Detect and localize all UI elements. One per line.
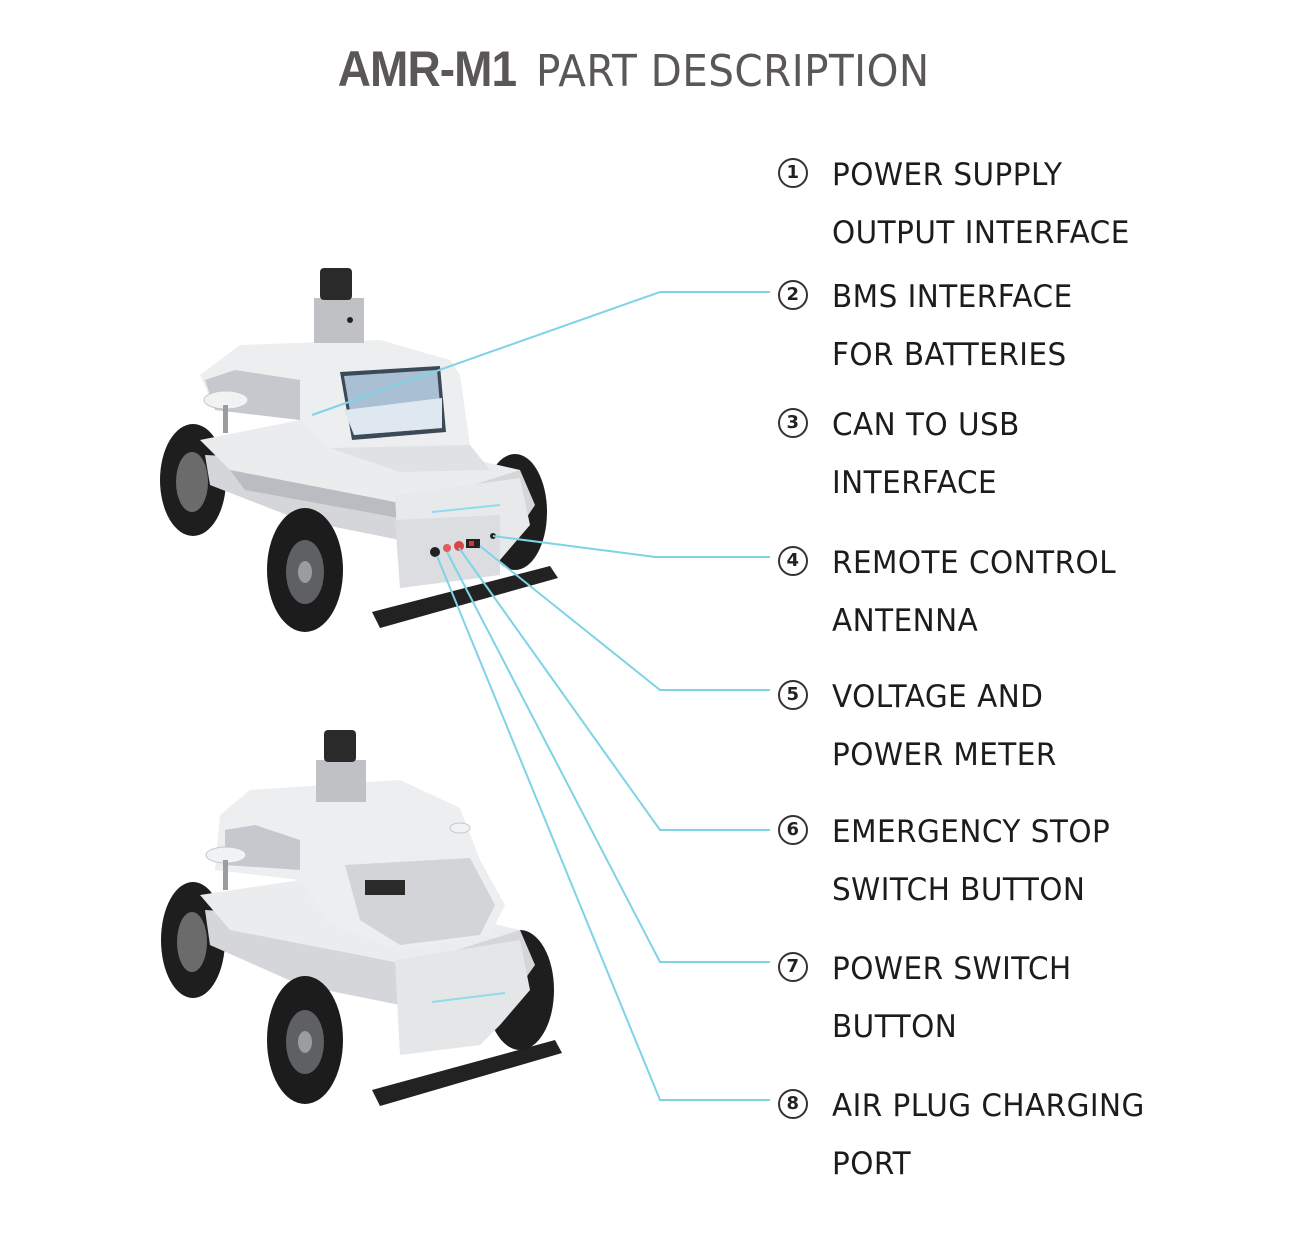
number-badge: 6 (778, 815, 808, 845)
sensor-mast (314, 298, 364, 343)
part-name-line2: FOR BATTERIES (832, 337, 1067, 373)
port-power-switch (443, 544, 451, 552)
part-name-line2: OUTPUT INTERFACE (832, 215, 1130, 251)
sensor-mast (316, 760, 366, 802)
part-label-5: 5 VOLTAGE AND POWER METER (778, 668, 1069, 784)
bumper (372, 1040, 562, 1106)
port-emergency-stop (454, 541, 464, 551)
robot-image-bottom (161, 730, 562, 1106)
part-name-line1: REMOTE CONTROL (832, 545, 1117, 581)
title-model: AMR-M1 (337, 41, 516, 97)
leader-lines (311, 291, 770, 1101)
number-badge: 2 (778, 280, 808, 310)
leader-line-7 (446, 551, 770, 963)
part-name-line2: POWER METER (832, 737, 1057, 773)
part-name-line1: VOLTAGE AND (832, 679, 1044, 715)
part-label-3: 3 CAN TO USB INTERFACE (778, 396, 1030, 512)
leader-line-8 (436, 555, 770, 1101)
part-label-8: 8 AIR PLUG CHARGING PORT (778, 1077, 1161, 1193)
page-title: AMR-M1 PART DESCRIPTION (0, 40, 1293, 98)
part-name-line2: INTERFACE (832, 465, 998, 501)
part-name-line2: BUTTON (832, 1009, 958, 1045)
number-badge: 8 (778, 1089, 808, 1119)
part-name-line1: EMERGENCY STOP (832, 814, 1111, 850)
part-name-line1: BMS INTERFACE (832, 279, 1073, 315)
part-label-2: 2 BMS INTERFACE FOR BATTERIES (778, 268, 1085, 384)
leader-line-6 (458, 547, 770, 831)
part-name-line1: POWER SUPPLY (832, 157, 1063, 193)
title-rest: PART DESCRIPTION (535, 46, 930, 97)
part-label-4: 4 REMOTE CONTROL ANTENNA (778, 534, 1131, 650)
number-badge: 1 (778, 158, 808, 188)
part-name-line2: ANTENNA (832, 603, 979, 639)
leader-line-2 (311, 291, 770, 416)
lidar (320, 268, 352, 300)
port-air-plug (430, 547, 440, 557)
part-name-line2: PORT (832, 1146, 912, 1182)
lidar (324, 730, 356, 762)
number-badge: 5 (778, 680, 808, 710)
part-label-1: 1 POWER SUPPLY OUTPUT INTERFACE (778, 146, 1145, 262)
part-label-6: 6 EMERGENCY STOP SWITCH BUTTON (778, 803, 1125, 919)
leader-line-4 (492, 535, 770, 558)
number-badge: 3 (778, 408, 808, 438)
number-badge: 4 (778, 546, 808, 576)
part-label-7: 7 POWER SWITCH BUTTON (778, 940, 1084, 1056)
part-name-line1: CAN TO USB (832, 407, 1020, 443)
part-name-line2: SWITCH BUTTON (832, 872, 1086, 908)
bumper (372, 566, 558, 628)
part-name-line1: POWER SWITCH (832, 951, 1072, 987)
part-name-line1: AIR PLUG CHARGING (832, 1088, 1145, 1124)
robot-image-top (160, 268, 558, 632)
number-badge: 7 (778, 952, 808, 982)
leader-line-5 (479, 545, 770, 691)
